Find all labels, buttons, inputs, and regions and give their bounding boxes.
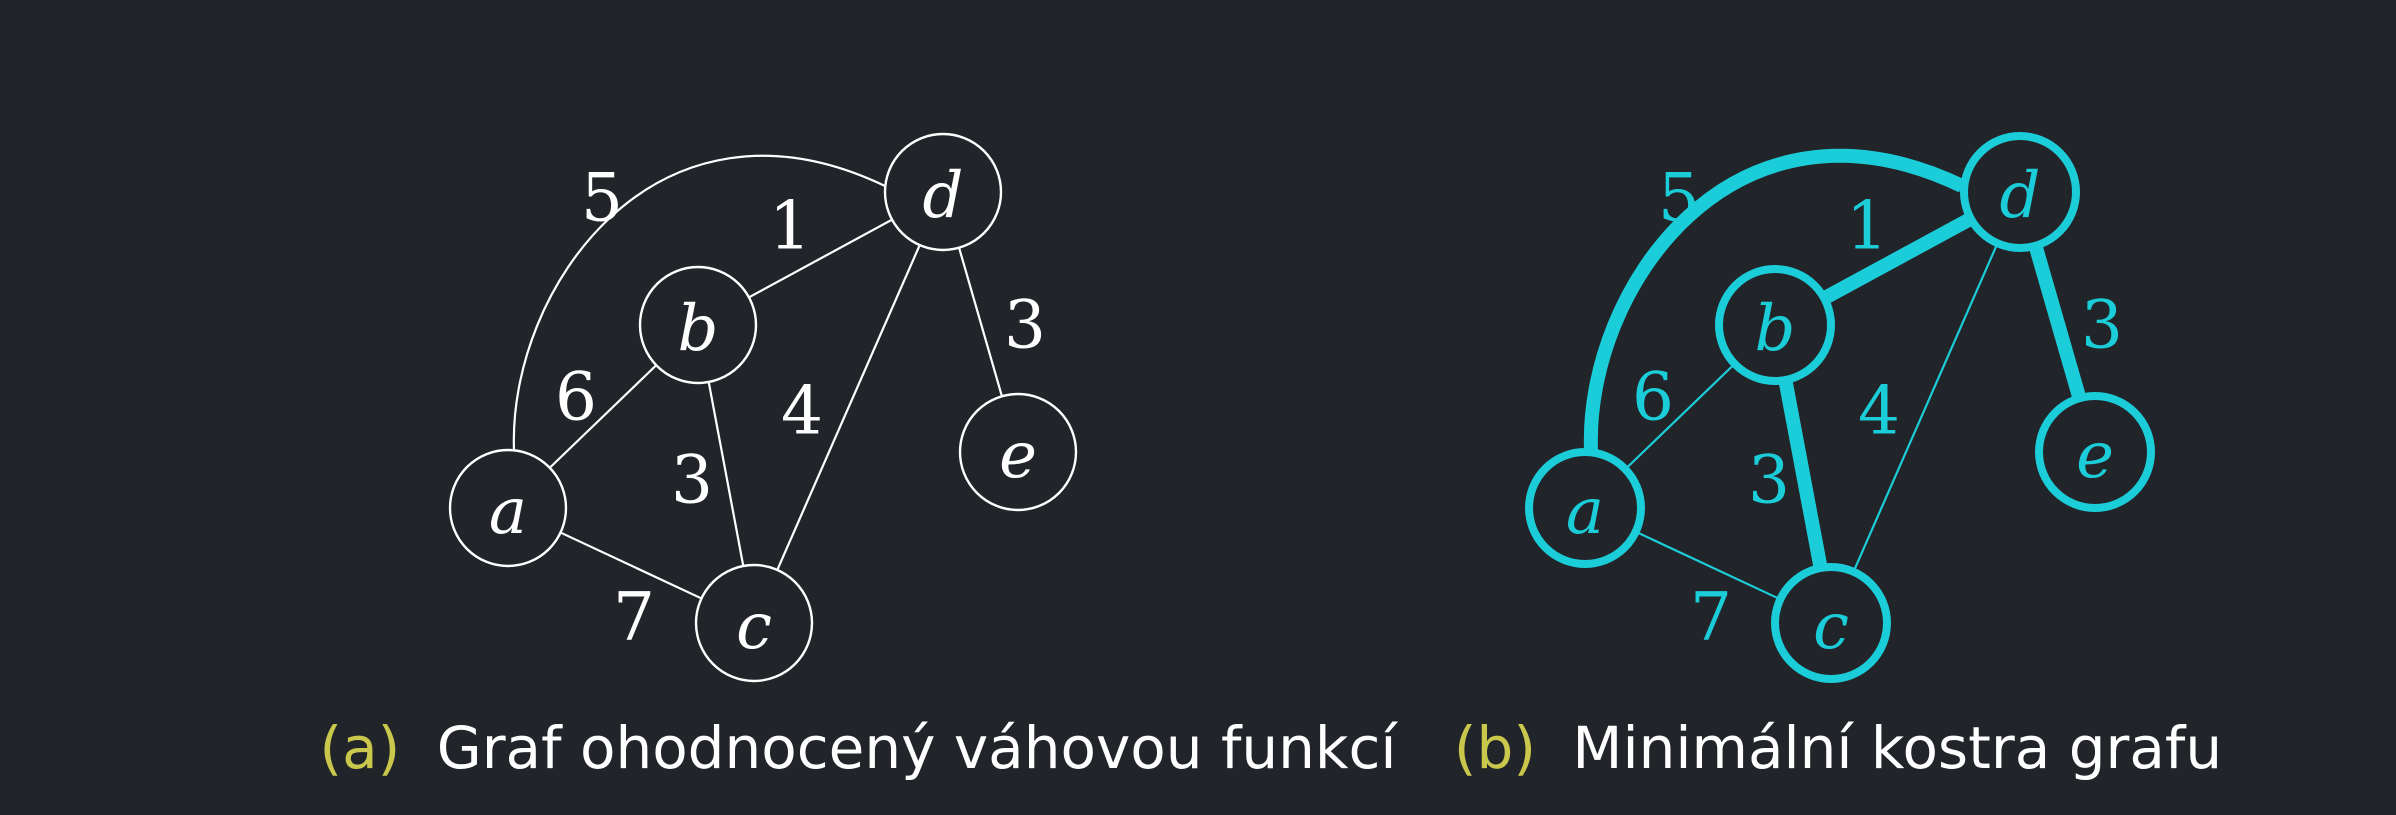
caption-b: (b) Minimální kostra grafu	[1454, 714, 2222, 782]
node-circle	[694, 563, 814, 683]
node-b: b	[1715, 265, 1835, 385]
node-label-c: c	[1813, 590, 1849, 664]
node-e: e	[2035, 392, 2155, 512]
node-c: c	[1771, 563, 1891, 683]
weight-label-b-d: 1	[1846, 188, 1888, 265]
caption-a-text: Graf ohodnocený váhovou funkcí	[437, 714, 1399, 782]
caption-b-text: Minimální kostra grafu	[1572, 714, 2222, 782]
node-a: a	[448, 448, 568, 568]
node-e: e	[958, 392, 1078, 512]
weight-label-a-c: 7	[1690, 579, 1732, 656]
node-label-b: b	[1755, 292, 1796, 366]
nodes: a b c d e	[1525, 132, 2155, 683]
node-circle	[883, 132, 1003, 252]
node-circle	[1525, 448, 1645, 568]
node-d: d	[883, 132, 1003, 252]
node-c: c	[694, 563, 814, 683]
node-label-a: a	[1566, 475, 1604, 549]
edge-a-b	[549, 364, 657, 469]
nodes: a b c d e	[448, 132, 1078, 683]
weight-label-a-d: 5	[1658, 160, 1700, 237]
node-label-c: c	[736, 590, 772, 664]
edge-c-d	[1853, 244, 1998, 571]
weight-label-c-d: 4	[781, 373, 823, 450]
node-label-d: d	[2000, 159, 2041, 233]
node-label-d: d	[923, 159, 964, 233]
node-circle	[2035, 392, 2155, 512]
node-label-e: e	[2076, 419, 2114, 493]
node-b: b	[638, 265, 758, 385]
node-circle	[1771, 563, 1891, 683]
weight-label-d-e: 3	[2081, 287, 2123, 364]
edge-a-c	[1637, 531, 1779, 600]
node-circle	[958, 392, 1078, 512]
weight-label-b-c: 3	[671, 442, 713, 519]
caption-b-marker: (b)	[1454, 714, 1536, 782]
edge-a-d	[512, 154, 886, 451]
weight-label-a-b: 6	[555, 359, 597, 436]
node-label-a: a	[489, 475, 527, 549]
weight-label-a-d: 5	[581, 160, 623, 237]
edge-b-c	[707, 381, 745, 567]
node-a: a	[1525, 448, 1645, 568]
edge-d-e-tree	[2029, 245, 2086, 399]
weight-label-d-e: 3	[1004, 287, 1046, 364]
edge-b-d-tree	[1822, 213, 1973, 304]
node-label-e: e	[999, 419, 1037, 493]
edge-d-e	[958, 247, 1003, 397]
edge-c-d	[776, 244, 921, 571]
edge-a-b	[1626, 364, 1734, 469]
node-d: d	[1960, 132, 2080, 252]
edges	[512, 154, 1003, 600]
weight-label-b-c: 3	[1748, 442, 1790, 519]
edge-a-d-tree	[1583, 148, 1966, 451]
node-label-b: b	[678, 292, 719, 366]
weight-label-a-b: 6	[1632, 359, 1674, 436]
weight-label-b-d: 1	[769, 188, 811, 265]
caption-a-marker: (a)	[320, 714, 401, 782]
weight-label-a-c: 7	[613, 579, 655, 656]
caption-a: (a) Graf ohodnocený váhovou funkcí	[320, 714, 1399, 782]
node-circle	[1960, 132, 2080, 252]
edge-b-d	[748, 218, 893, 299]
edge-a-c	[560, 531, 702, 600]
weight-label-c-d: 4	[1858, 373, 1900, 450]
edges	[1583, 148, 2086, 600]
node-circle	[638, 265, 758, 385]
node-circle	[448, 448, 568, 568]
edge-b-c-tree	[1778, 380, 1828, 568]
node-circle	[1715, 265, 1835, 385]
